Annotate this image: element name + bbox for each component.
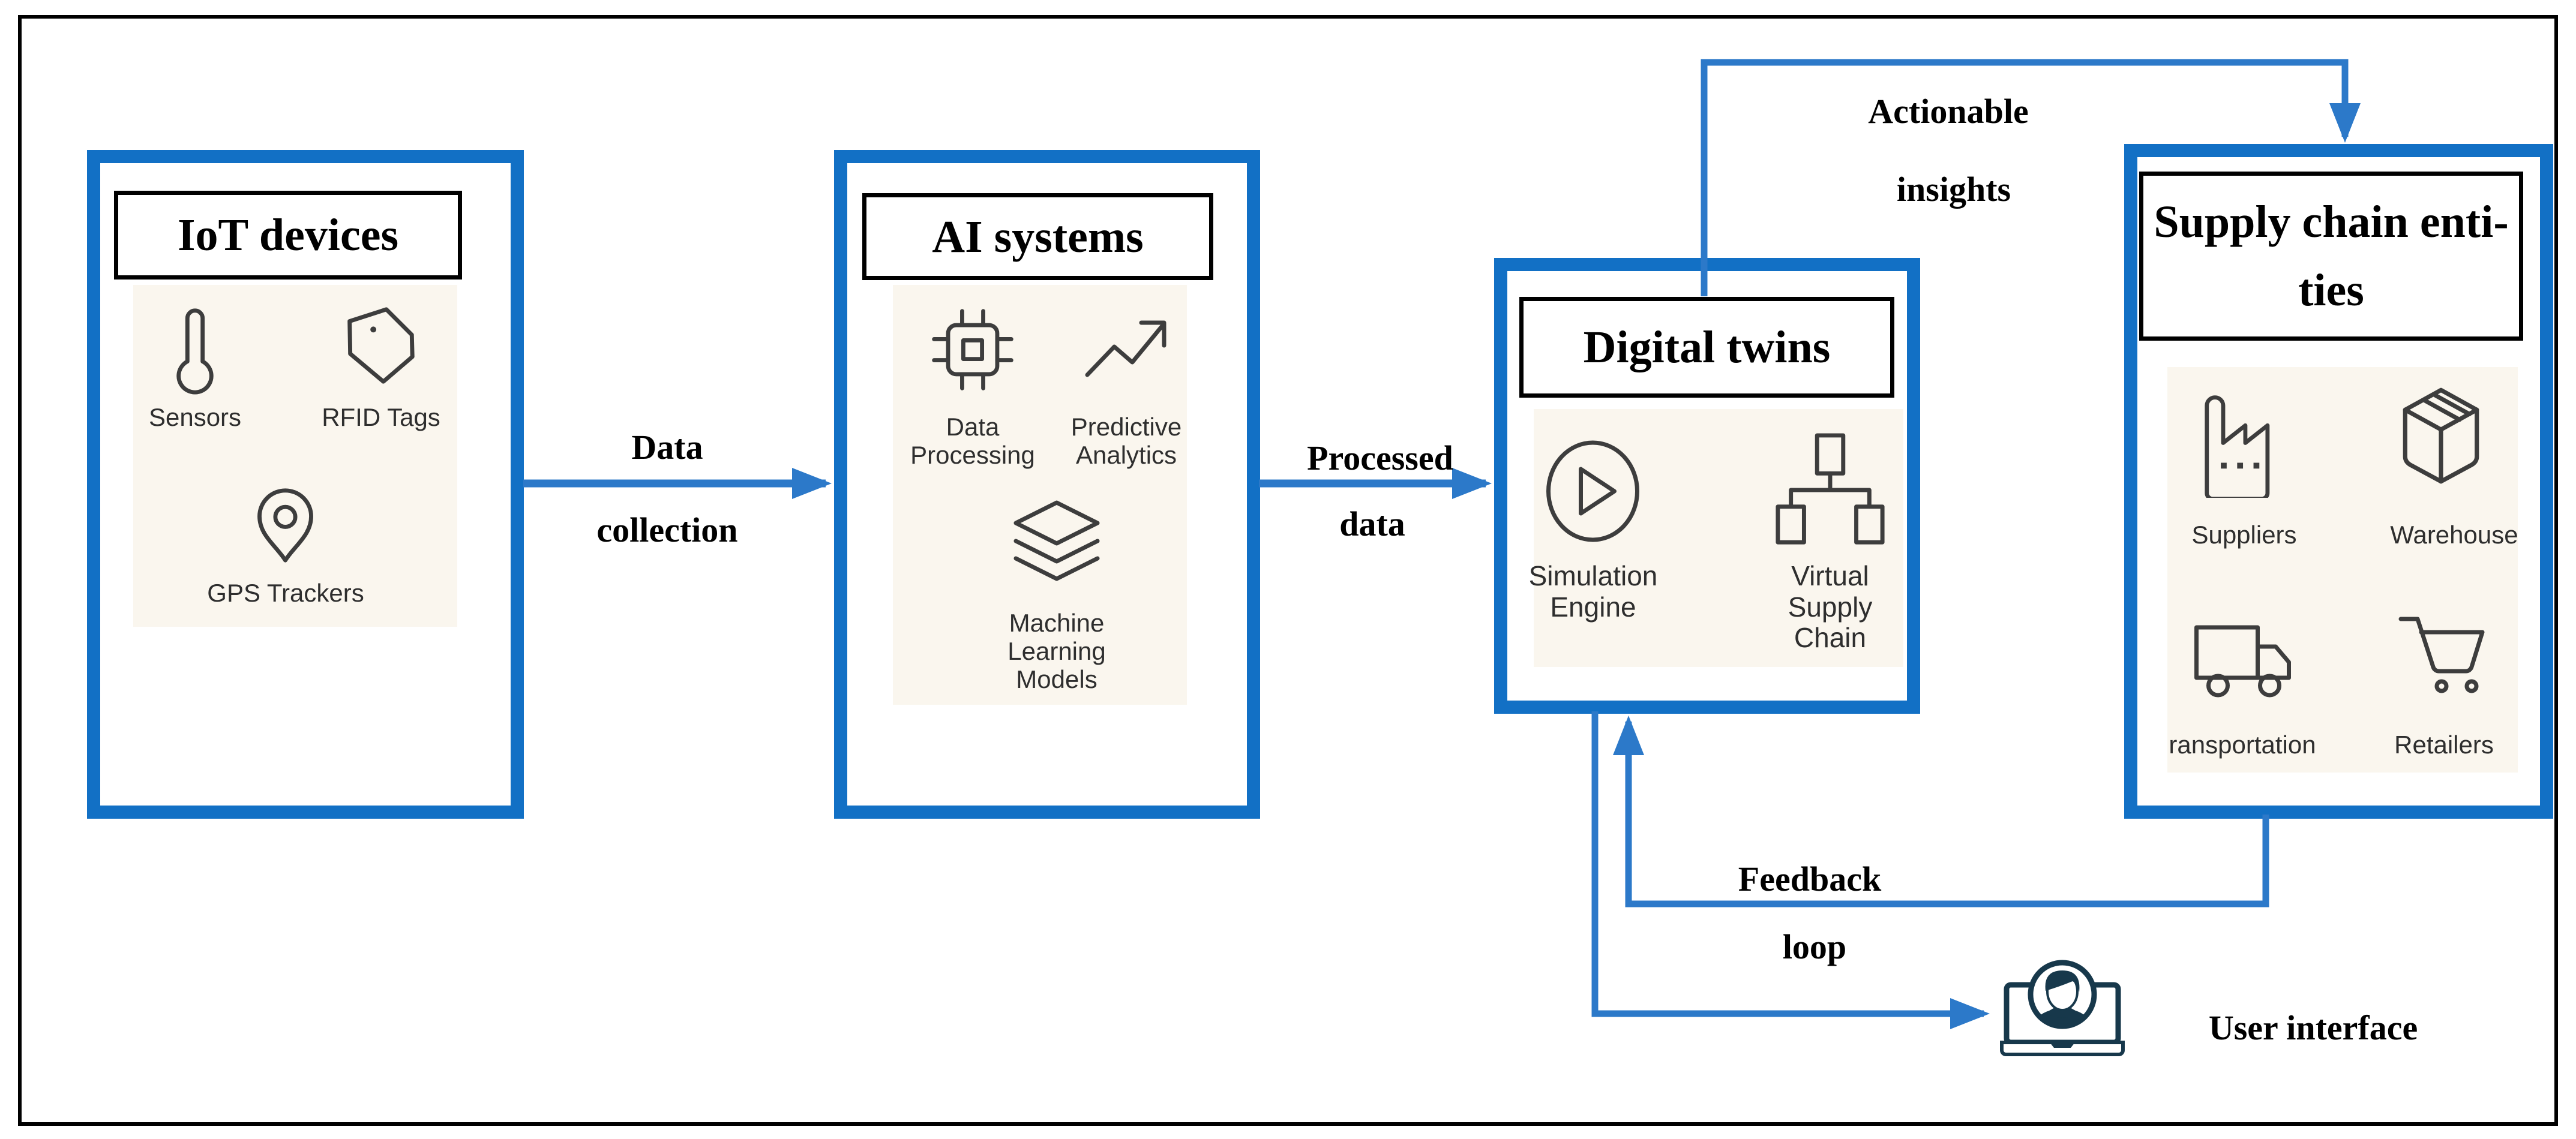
data-processing-label: Data Processing (910, 413, 1035, 470)
virtual-supply-chain-label: Virtual Supply Chain (1788, 560, 1873, 654)
cube-icon (2403, 387, 2479, 484)
cart-icon (2398, 617, 2485, 693)
supply-chain-title-line1: Supply chain enti- (2154, 197, 2509, 247)
ai-systems-title-text: AI systems (932, 211, 1144, 262)
map-pin-icon (257, 488, 313, 563)
transportation-label: ransportation (2169, 731, 2316, 759)
ai-systems-title: AI systems (862, 193, 1213, 280)
play-circle-icon (1546, 440, 1639, 542)
chip-icon (932, 309, 1013, 390)
outer-frame (18, 15, 2558, 1126)
data-collection-label-line2: collection (596, 510, 738, 549)
machine-learning-models-label: Machine Learning Models (1007, 609, 1106, 694)
thermometer-icon (176, 308, 214, 395)
predictive-analytics-label: Predictive Analytics (1070, 413, 1182, 470)
factory-icon (2205, 395, 2270, 498)
simulation-engine-label: Simulation Engine (1528, 560, 1658, 623)
layers-icon (1013, 500, 1100, 581)
sensors-label: Sensors (148, 403, 242, 431)
user-interface-label: User interface (2208, 1008, 2418, 1047)
processed-data-label-line2: data (1339, 504, 1405, 543)
hierarchy-icon (1776, 433, 1885, 545)
iot-devices-title-text: IoT devices (177, 210, 399, 260)
feedback-loop-label-line2: loop (1782, 927, 1847, 966)
actionable-insights-label-line1: Actionable (1868, 92, 2029, 131)
iot-devices-title: IoT devices (114, 191, 462, 280)
trending-up-icon (1085, 320, 1166, 377)
tag-icon (347, 307, 415, 384)
truck-icon (2194, 625, 2291, 698)
processed-data-label-line1: Processed (1307, 438, 1453, 477)
digital-twins-title-text: Digital twins (1583, 322, 1831, 372)
gps-trackers-label: GPS Trackers (207, 579, 364, 607)
laptop-user-icon (2000, 960, 2125, 1056)
supply-chain-icons-panel (2167, 367, 2518, 773)
supply-chain-title-line2: ties (2298, 265, 2364, 315)
warehouse-label: Warehouse (2390, 521, 2518, 549)
suppliers-label: Suppliers (2191, 521, 2297, 549)
rfid-tags-label: RFID Tags (322, 403, 440, 431)
feedback-loop-label-line1: Feedback (1738, 859, 1882, 898)
actionable-insights-label-line2: insights (1896, 170, 2011, 209)
supply-chain-entities-title: Supply chain enti- ties (2139, 172, 2523, 341)
digital-twins-title: Digital twins (1519, 297, 1894, 398)
data-collection-label-line1: Data (631, 428, 703, 467)
retailers-label: Retailers (2394, 731, 2494, 759)
